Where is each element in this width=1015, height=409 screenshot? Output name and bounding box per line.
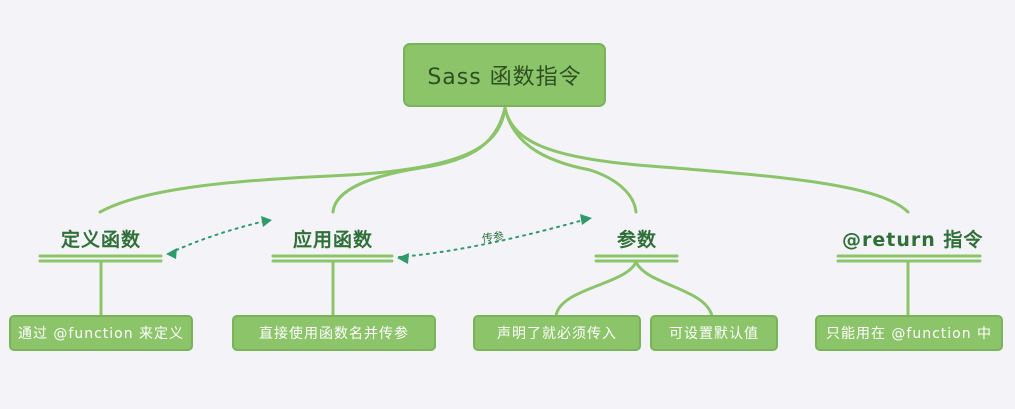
connector-params-leaf-default: [634, 260, 714, 318]
relationship-label-text: 传参: [481, 229, 505, 246]
root-node[interactable]: Sass 函数指令: [403, 43, 606, 107]
branch-parameters-label: 参数: [616, 229, 657, 251]
branch-define-function[interactable]: 定义函数: [45, 225, 157, 252]
branch-apply-function[interactable]: 应用函数: [276, 225, 390, 252]
connector-root-params: [503, 106, 638, 214]
leaf-default-param[interactable]: 可设置默认值: [650, 315, 778, 351]
dashed-relation-define-apply: [169, 220, 266, 254]
leaf-required-param-label: 声明了就必须传入: [497, 326, 617, 342]
leaf-define-with-function-label: 通过 @function 来定义: [17, 326, 185, 342]
dashed-relation-arrow-left-1: [166, 248, 177, 259]
connector-params-leaf-required: [554, 260, 638, 318]
leaf-define-with-function[interactable]: 通过 @function 来定义: [9, 315, 193, 351]
branch-parameters[interactable]: 参数: [602, 225, 672, 252]
leaf-only-in-function-label: 只能用在 @function 中: [825, 326, 993, 342]
branch-define-function-label: 定义函数: [60, 229, 141, 251]
branch-return-directive-label: @return 指令: [842, 229, 984, 251]
dashed-relation-arrow-left-2: [397, 253, 409, 264]
branch-apply-function-label: 应用函数: [292, 229, 373, 251]
relationship-label: 传参: [481, 228, 505, 247]
leaf-required-param[interactable]: 声明了就必须传入: [473, 315, 641, 351]
dashed-relation-apply-params: [398, 218, 588, 258]
leaf-default-param-label: 可设置默认值: [669, 326, 759, 342]
connector-root-define: [98, 106, 507, 214]
connector-root-apply: [331, 106, 507, 214]
root-node-label: Sass 函数指令: [427, 65, 582, 90]
connector-root-return: [503, 106, 910, 214]
dashed-relation-arrow-right-1: [261, 216, 272, 227]
leaf-only-in-function[interactable]: 只能用在 @function 中: [815, 315, 1003, 351]
leaf-call-with-params[interactable]: 直接使用函数名并传参: [232, 315, 436, 351]
branch-return-directive[interactable]: @return 指令: [842, 225, 984, 252]
leaf-call-with-params-label: 直接使用函数名并传参: [259, 326, 409, 342]
dashed-relation-arrow-right-2: [580, 214, 592, 225]
